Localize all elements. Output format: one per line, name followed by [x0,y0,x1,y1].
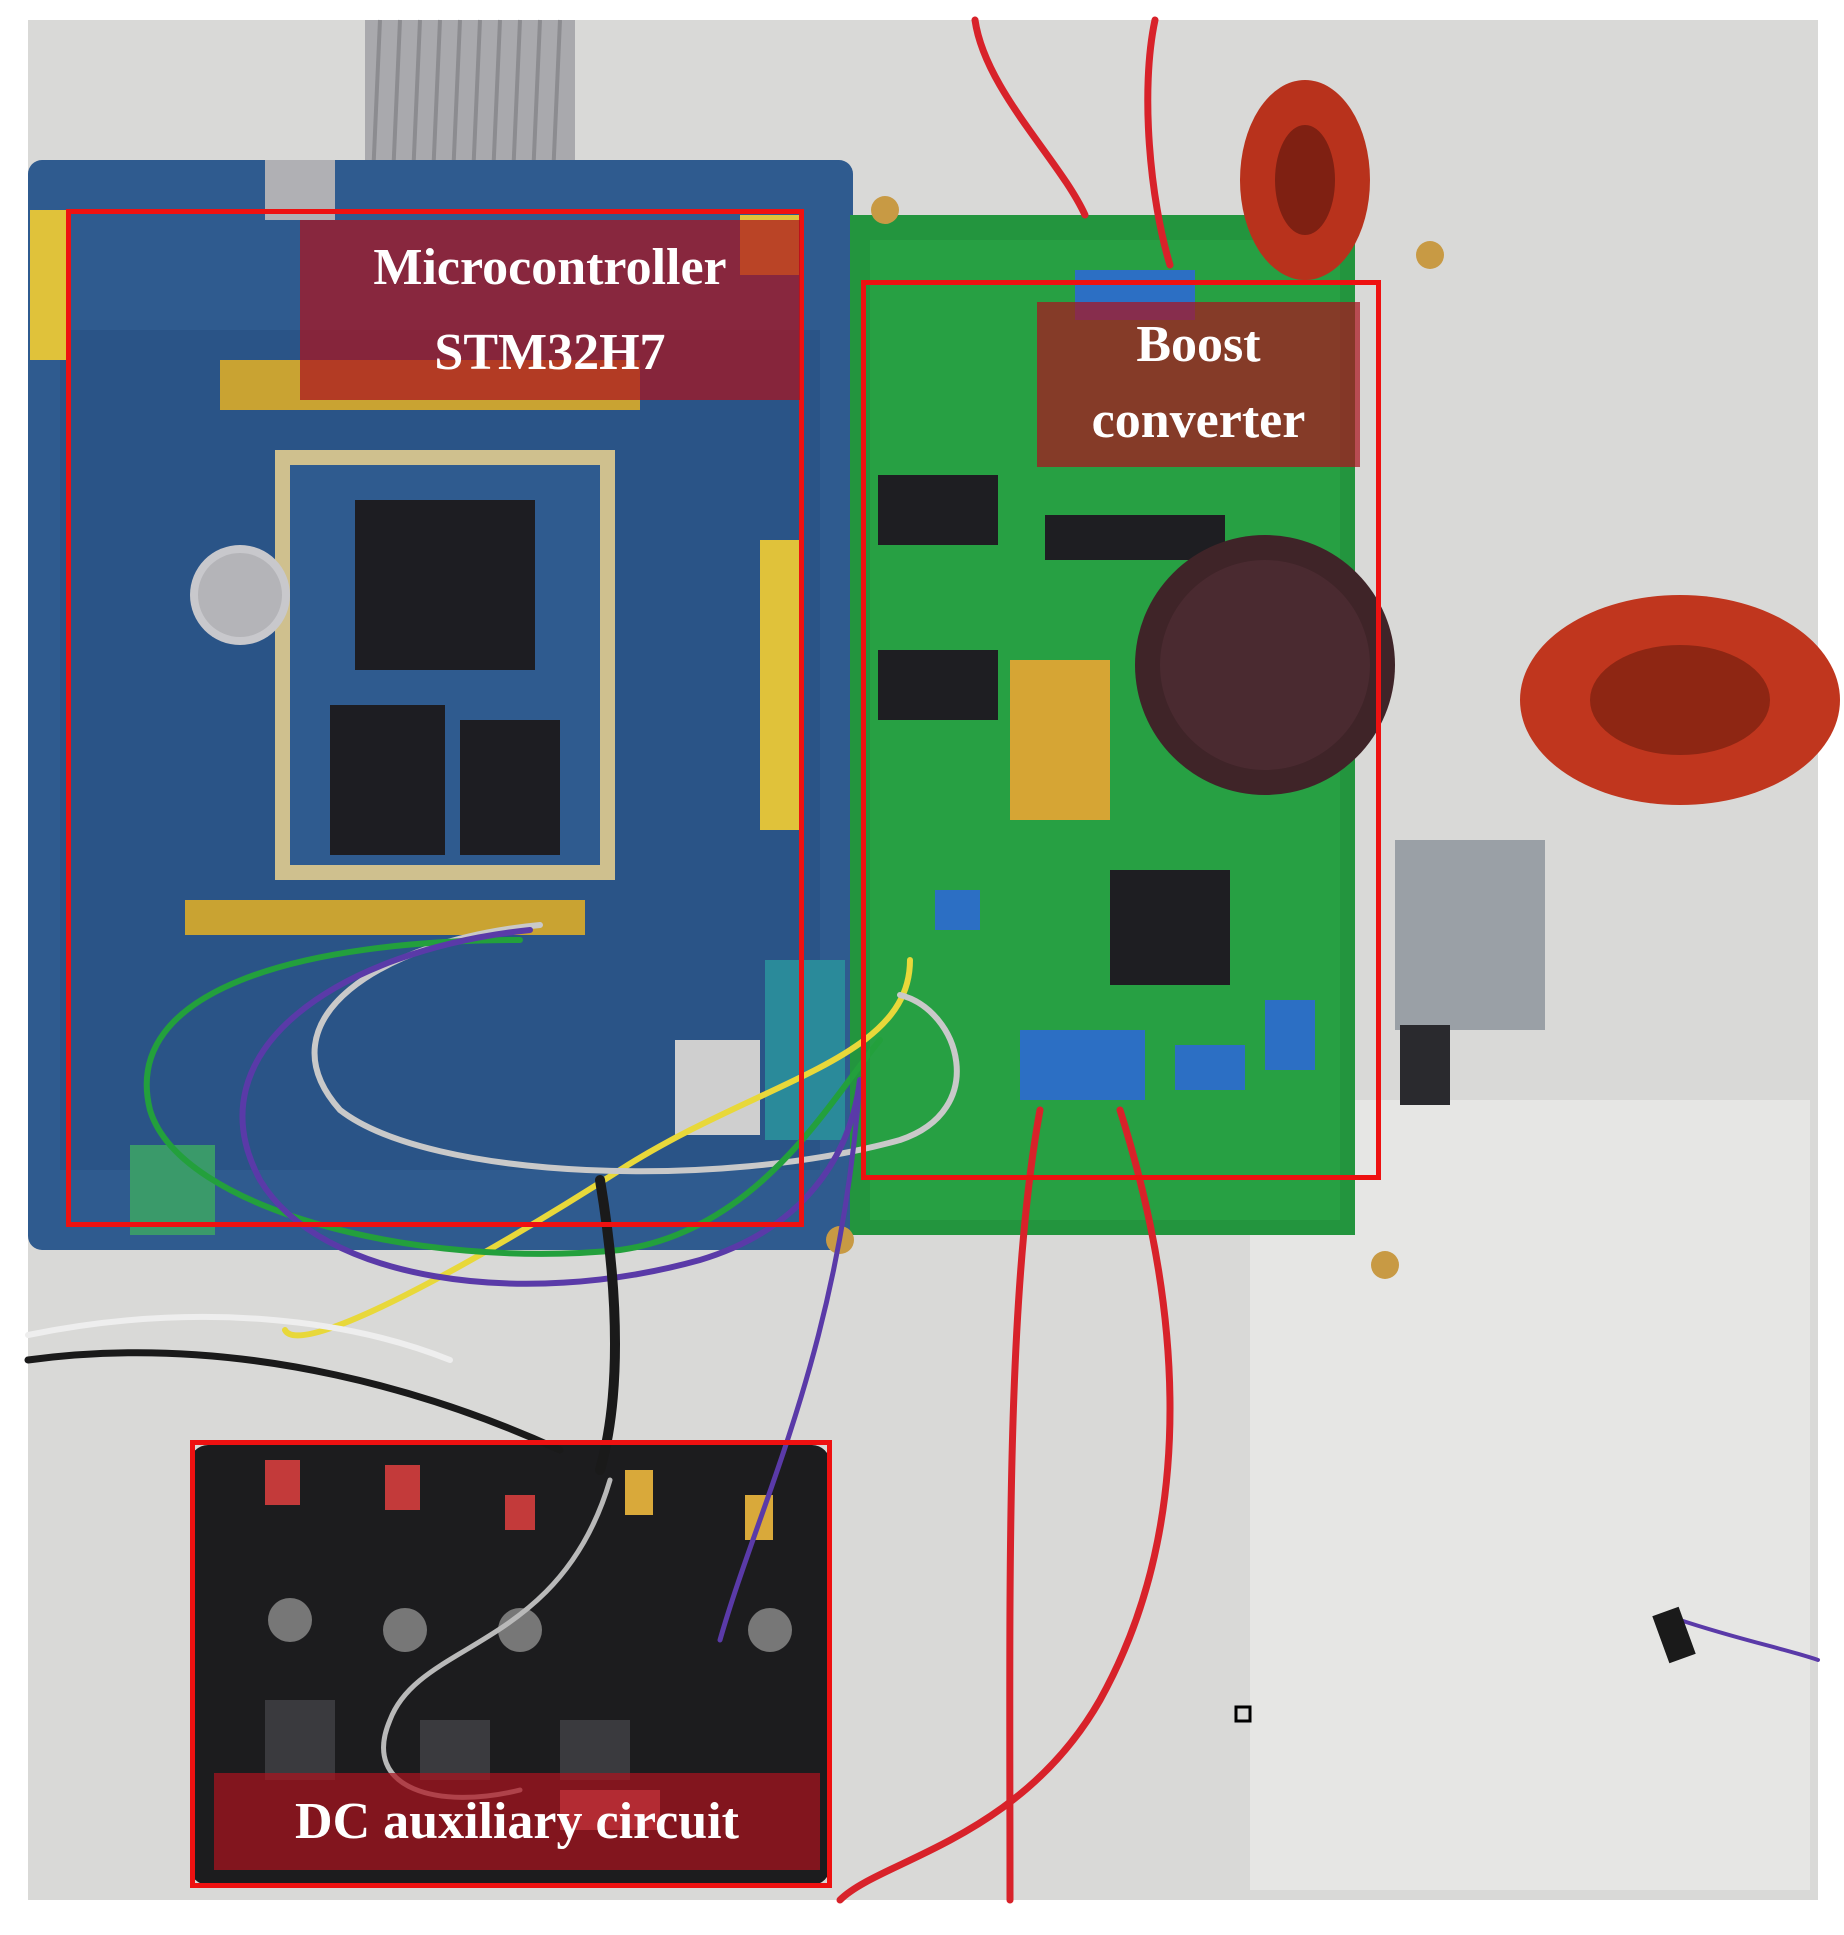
boost-capacitor-top [1160,560,1370,770]
db9-connector [765,960,845,1140]
wire-grey [311,922,960,1175]
boost-terminal-block [1020,1030,1145,1100]
metal-bracket-slot [1400,1025,1450,1105]
wire-red-top-1 [971,16,1089,219]
coin-battery-ring [198,553,282,637]
aux-jumper-4 [625,1470,653,1515]
aux-regulator-2 [420,1720,490,1780]
aux-cap-4 [748,1608,792,1652]
boost-converter-label-line2: converter [1091,392,1306,449]
aux-jumper-1 [265,1460,300,1505]
mcu-header-left [30,210,70,360]
aux-jumper-2 [385,1465,420,1510]
mcu-header-right [760,540,800,830]
square-marker [1234,1705,1252,1723]
green-terminal [130,1145,215,1235]
boost-converter-highlight-box [861,280,1381,1180]
aux-cap-3 [498,1608,542,1652]
memory-chip-left [330,705,445,855]
boost-standoff-br [1371,1251,1399,1279]
metal-bracket [1395,840,1545,1030]
microcontroller-label-line2: STM32H7 [434,324,666,381]
wire-purple-right [1678,1618,1820,1662]
wire-red-bottom-2 [836,1106,1174,1904]
boost-potentiometer-right [1265,1000,1315,1070]
boost-ic-upper [878,475,998,545]
inductor-top-core [1275,125,1335,235]
microcontroller-highlight-box [66,209,804,1227]
wire-purple-long [717,1077,863,1643]
aux-regulator-3 [560,1720,630,1780]
dc-auxiliary-highlight-box [190,1440,832,1888]
microcontroller-label: Microcontroller STM32H7 [300,220,800,400]
boost-standoff-tl [871,196,899,224]
boost-converter-label-line1: Boost [1136,316,1261,373]
wire-black-white [25,1314,453,1363]
boost-converter-label: Boost converter [1037,302,1360,467]
boost-driver-ic [1110,870,1230,985]
wire-red-top-2 [1144,16,1174,269]
aux-cap-1 [268,1598,312,1642]
inductor-right-core [1590,645,1770,755]
boost-standoff-tr [1416,241,1444,269]
aux-cap-2 [383,1608,427,1652]
dc-auxiliary-label: DC auxiliary circuit [214,1773,820,1870]
wire-black-left [24,1349,564,1454]
dc-auxiliary-label-line1: DC auxiliary circuit [295,1793,739,1850]
wire-red-bottom-1 [1006,1106,1044,1904]
boost-power-resistor [1010,660,1110,820]
mcu-chip [355,500,535,670]
aux-regulator-1 [265,1700,335,1780]
boost-small-cap [1175,1045,1245,1090]
microcontroller-label-line1: Microcontroller [373,239,727,296]
wire-green [143,937,883,1257]
boost-ic-middle [878,650,998,720]
connector-plug-right [1652,1606,1696,1664]
aux-jumper-3 [505,1495,535,1530]
boost-ic-strip [1045,515,1225,560]
boost-potentiometer-left [935,890,980,930]
memory-chip-right [460,720,560,855]
wire-purple [239,927,863,1287]
